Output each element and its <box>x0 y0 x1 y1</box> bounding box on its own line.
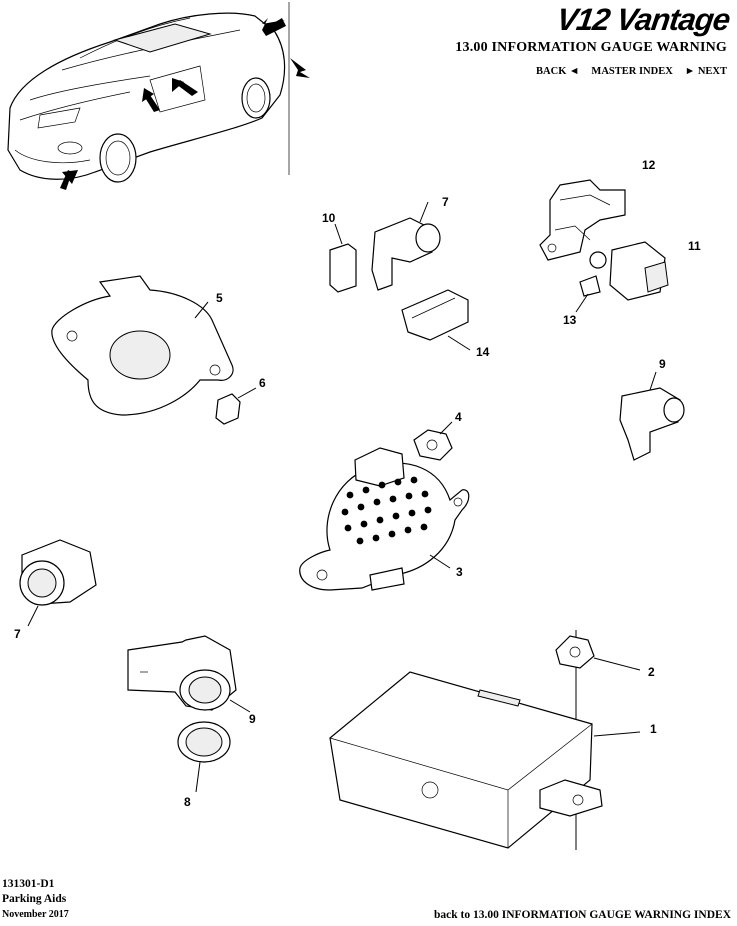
sensor-left <box>19 539 97 627</box>
callout-10: 10 <box>322 211 336 225</box>
control-module <box>329 630 641 850</box>
round-sounder <box>51 275 257 425</box>
buzzer-speaker <box>299 447 470 591</box>
callout-5: 5 <box>216 291 223 305</box>
callout-8: 8 <box>184 795 191 809</box>
master-index-link[interactable]: MASTER INDEX <box>591 66 673 77</box>
callout-7-bottom: 7 <box>14 627 21 641</box>
callout-7-top: 7 <box>442 195 449 209</box>
back-to-index-link[interactable]: back to 13.00 INFORMATION GAUGE WARNING … <box>434 909 731 921</box>
callout-12: 12 <box>642 158 656 172</box>
bracket-sensor-assembly <box>539 179 669 313</box>
callout-2: 2 <box>648 665 655 679</box>
callout-1: 1 <box>650 722 657 736</box>
nut-4 <box>413 421 453 461</box>
callout-13: 13 <box>563 313 577 327</box>
document-info: 131301-D1 Parking Aids November 2017 <box>2 877 69 922</box>
sensor-bottom <box>127 635 251 793</box>
callout-9-bottom: 9 <box>249 712 256 726</box>
sensor-right <box>619 371 685 461</box>
callout-4: 4 <box>455 410 462 424</box>
navigation-bar: BACK ◄ MASTER INDEX ► NEXT <box>536 66 727 77</box>
car-overview-illustration <box>7 2 310 190</box>
callout-14: 14 <box>476 345 490 359</box>
callout-11: 11 <box>688 239 701 253</box>
callout-6: 6 <box>259 376 266 390</box>
callout-9-right: 9 <box>659 357 666 371</box>
back-link[interactable]: BACK ◄ <box>536 66 580 77</box>
sensor-group-top <box>329 201 471 351</box>
next-link[interactable]: ► NEXT <box>684 66 727 77</box>
document-code: 131301-D1 <box>2 878 55 890</box>
callout-3: 3 <box>456 565 463 579</box>
document-title: Parking Aids <box>2 893 67 905</box>
document-date: November 2017 <box>2 909 69 920</box>
section-title: 13.00 INFORMATION GAUGE WARNING <box>455 40 727 55</box>
